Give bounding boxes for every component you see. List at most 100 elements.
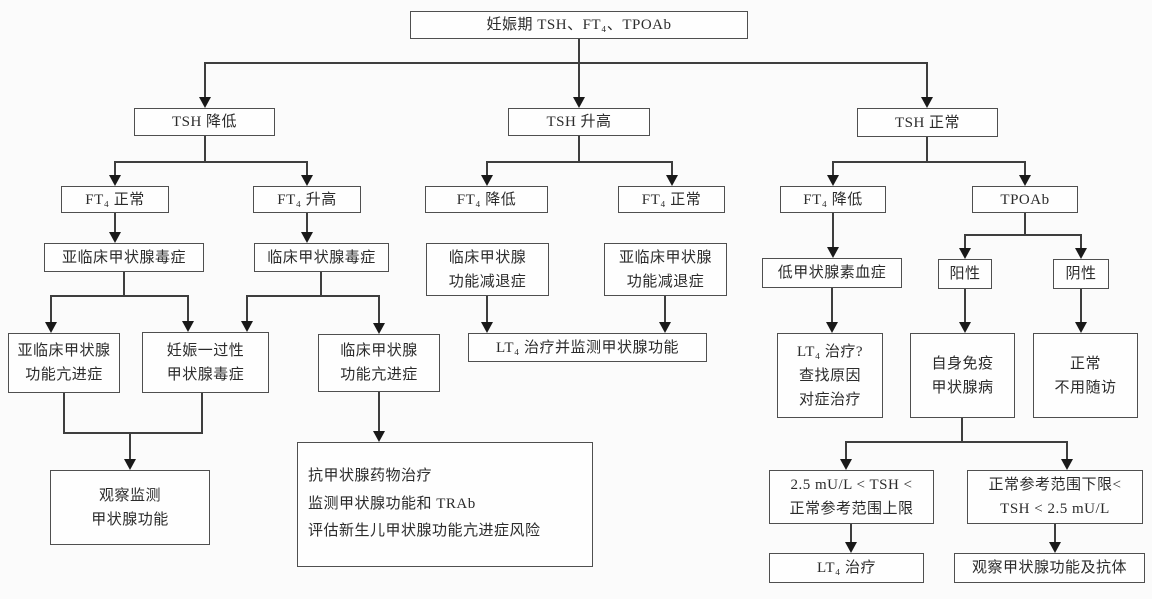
node-root: 妊娠期 TSH、FT₄、TPOAb xyxy=(410,11,748,39)
arrow-down-icon xyxy=(826,322,838,333)
arrow-down-icon xyxy=(959,248,971,259)
connector-line xyxy=(845,442,847,461)
node-label: FT₄ 正常 xyxy=(641,191,702,208)
node-label: 观察甲状腺功能及抗体 xyxy=(971,560,1127,576)
node-label: 2.5 mU/L < TSH < xyxy=(790,477,913,493)
node-label: 妊娠期 TSH、FT₄、TPOAb xyxy=(486,17,672,33)
arrow-down-icon xyxy=(1019,175,1031,186)
node-label: LT₄ 治疗 xyxy=(817,560,876,576)
connector-line xyxy=(964,234,1082,236)
node-subclin-thyrotoxicosis: 亚临床甲状腺毒症 xyxy=(44,243,204,272)
arrow-down-icon xyxy=(301,232,313,243)
connector-line xyxy=(831,288,833,324)
node-label: 临床甲状腺毒症 xyxy=(267,249,376,266)
connector-line xyxy=(63,393,65,434)
connector-line xyxy=(246,296,248,323)
node-clin-hyperthyroidism: 临床甲状腺功能亢进症 xyxy=(318,334,440,392)
connector-line xyxy=(204,136,206,162)
node-ft4-normal-m: FT₄ 正常 xyxy=(618,186,725,213)
connector-line xyxy=(1024,213,1026,235)
connector-line xyxy=(187,296,189,323)
node-label: 正常 xyxy=(1069,355,1101,372)
arrow-down-icon xyxy=(109,175,121,186)
node-label: LT₄ 治疗? xyxy=(796,343,864,360)
arrow-down-icon xyxy=(481,322,493,333)
node-autoimmune-thyroid: 自身免疫甲状腺病 xyxy=(910,333,1015,418)
connector-line xyxy=(204,62,928,64)
node-label: TSH 降低 xyxy=(171,114,238,130)
node-label: 阴性 xyxy=(1065,266,1097,282)
node-label: 妊娠一过性 xyxy=(166,342,245,359)
connector-line xyxy=(486,296,488,324)
node-tpoab-negative: 阴性 xyxy=(1053,259,1109,289)
node-label: FT₄ 降低 xyxy=(803,191,863,208)
connector-line xyxy=(246,295,380,297)
node-label: 自身免疫 xyxy=(931,355,994,372)
connector-line xyxy=(129,433,131,461)
node-tsh-below-25: 正常参考范围下限<TSH < 2.5 mU/L xyxy=(967,470,1143,524)
node-label: 功能减退症 xyxy=(448,273,527,290)
node-label: 查找原因 xyxy=(798,367,861,384)
node-clin-hypothyroidism: 临床甲状腺功能减退症 xyxy=(426,243,549,296)
node-label: FT₄ 降低 xyxy=(456,191,517,208)
connector-line xyxy=(964,289,966,324)
node-label: TSH 升高 xyxy=(546,114,612,130)
node-label: 亚临床甲状腺 xyxy=(17,343,111,359)
arrow-down-icon xyxy=(481,175,493,186)
node-label: TSH 正常 xyxy=(894,114,961,131)
node-observe-antibody: 观察甲状腺功能及抗体 xyxy=(954,553,1145,583)
connector-line xyxy=(671,162,673,177)
node-label: 临床甲状腺 xyxy=(448,249,527,266)
node-tsh-normal: TSH 正常 xyxy=(857,108,998,137)
node-observe-monitor: 观察监测甲状腺功能 xyxy=(50,470,210,545)
arrow-down-icon xyxy=(373,323,385,334)
node-lt4-treatment: LT₄ 治疗 xyxy=(769,553,924,583)
connector-line xyxy=(664,296,666,324)
connector-line xyxy=(961,418,963,443)
connector-line xyxy=(63,432,203,434)
node-ft4-normal-l: FT₄ 正常 xyxy=(61,186,169,213)
connector-line xyxy=(964,235,966,250)
node-label: 正常参考范围下限< xyxy=(988,477,1122,493)
connector-line xyxy=(832,161,1026,163)
node-label: 观察监测 xyxy=(98,487,161,504)
connector-line xyxy=(1080,235,1082,250)
node-label: 正常参考范围上限 xyxy=(789,501,914,517)
connector-line xyxy=(486,162,488,177)
connector-line xyxy=(845,441,1068,443)
arrow-down-icon xyxy=(959,322,971,333)
arrow-down-icon xyxy=(827,247,839,258)
connector-line xyxy=(306,213,308,234)
node-tsh-high: TSH 升高 xyxy=(508,108,650,136)
node-hypothyroxinemia: 低甲状腺素血症 xyxy=(762,258,902,288)
arrow-down-icon xyxy=(921,97,933,108)
arrow-down-icon xyxy=(373,431,385,442)
node-gestational-transient: 妊娠一过性甲状腺毒症 xyxy=(142,332,269,393)
arrow-down-icon xyxy=(1061,459,1073,470)
node-label: LT₄ 治疗并监测甲状腺功能 xyxy=(496,339,679,356)
connector-line xyxy=(850,524,852,544)
node-normal-no-followup: 正常不用随访 xyxy=(1033,333,1138,418)
node-clin-thyrotoxicosis: 临床甲状腺毒症 xyxy=(254,243,389,272)
connector-line xyxy=(1024,162,1026,177)
connector-line xyxy=(486,161,673,163)
arrow-down-icon xyxy=(124,459,136,470)
node-label: 亚临床甲状腺毒症 xyxy=(61,249,186,266)
arrow-down-icon xyxy=(199,97,211,108)
arrow-down-icon xyxy=(1075,248,1087,259)
arrow-down-icon xyxy=(840,459,852,470)
node-label: 对症治疗 xyxy=(798,391,861,408)
arrow-down-icon xyxy=(845,542,857,553)
node-label: TPOAb xyxy=(1000,191,1050,208)
node-label: 抗甲状腺药物治疗 xyxy=(308,467,433,484)
node-label: FT₄ 正常 xyxy=(85,191,145,208)
connector-line xyxy=(123,272,125,296)
node-label: 亚临床甲状腺 xyxy=(618,249,712,266)
arrow-down-icon xyxy=(1049,542,1061,553)
node-label: 临床甲状腺 xyxy=(340,343,418,359)
arrow-down-icon xyxy=(45,322,57,333)
connector-line xyxy=(114,162,116,177)
arrow-down-icon xyxy=(182,321,194,332)
connector-line xyxy=(114,161,308,163)
